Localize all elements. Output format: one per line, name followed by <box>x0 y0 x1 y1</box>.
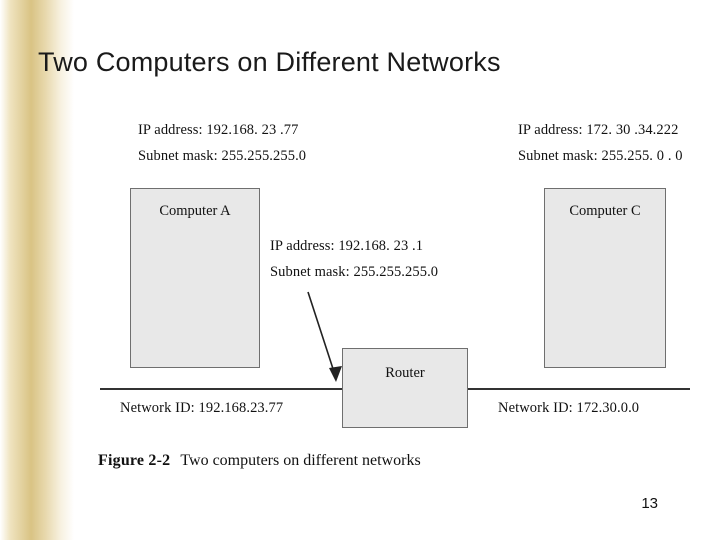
left-host-ip-label: IP address: 192.168. 23 .77 <box>138 122 299 138</box>
left-network-line <box>100 388 342 390</box>
figure-caption-label: Figure 2-2 <box>98 452 171 469</box>
figure-diagram: IP address: 192.168. 23 .77 Subnet mask:… <box>86 116 700 486</box>
left-host-mask-label: Subnet mask: 255.255.255.0 <box>138 148 307 164</box>
page-title: Two Computers on Different Networks <box>38 47 501 78</box>
router-label: Router <box>385 365 425 381</box>
router-mask-label: Subnet mask: 255.255.255.0 <box>270 264 439 280</box>
computer-c-box: Computer C <box>544 188 666 368</box>
left-network-id-label: Network ID: 192.168.23.77 <box>120 400 284 416</box>
router-ip-label: IP address: 192.168. 23 .1 <box>270 238 424 254</box>
right-host-mask-label: Subnet mask: 255.255. 0 . 0 <box>518 148 683 164</box>
right-network-id-label: Network ID: 172.30.0.0 <box>498 400 640 416</box>
router-box: Router <box>342 348 468 428</box>
figure-caption-text: Two computers on different networks <box>180 452 421 469</box>
right-network-line <box>468 388 690 390</box>
decorative-left-gradient-band <box>0 0 74 540</box>
computer-a-label: Computer A <box>159 203 231 219</box>
figure-caption: Figure 2-2 Two computers on different net… <box>98 452 421 470</box>
computer-a-box: Computer A <box>130 188 260 368</box>
computer-c-label: Computer C <box>569 203 641 219</box>
right-host-ip-label: IP address: 172. 30 .34.222 <box>518 122 679 138</box>
page-number: 13 <box>641 495 658 512</box>
